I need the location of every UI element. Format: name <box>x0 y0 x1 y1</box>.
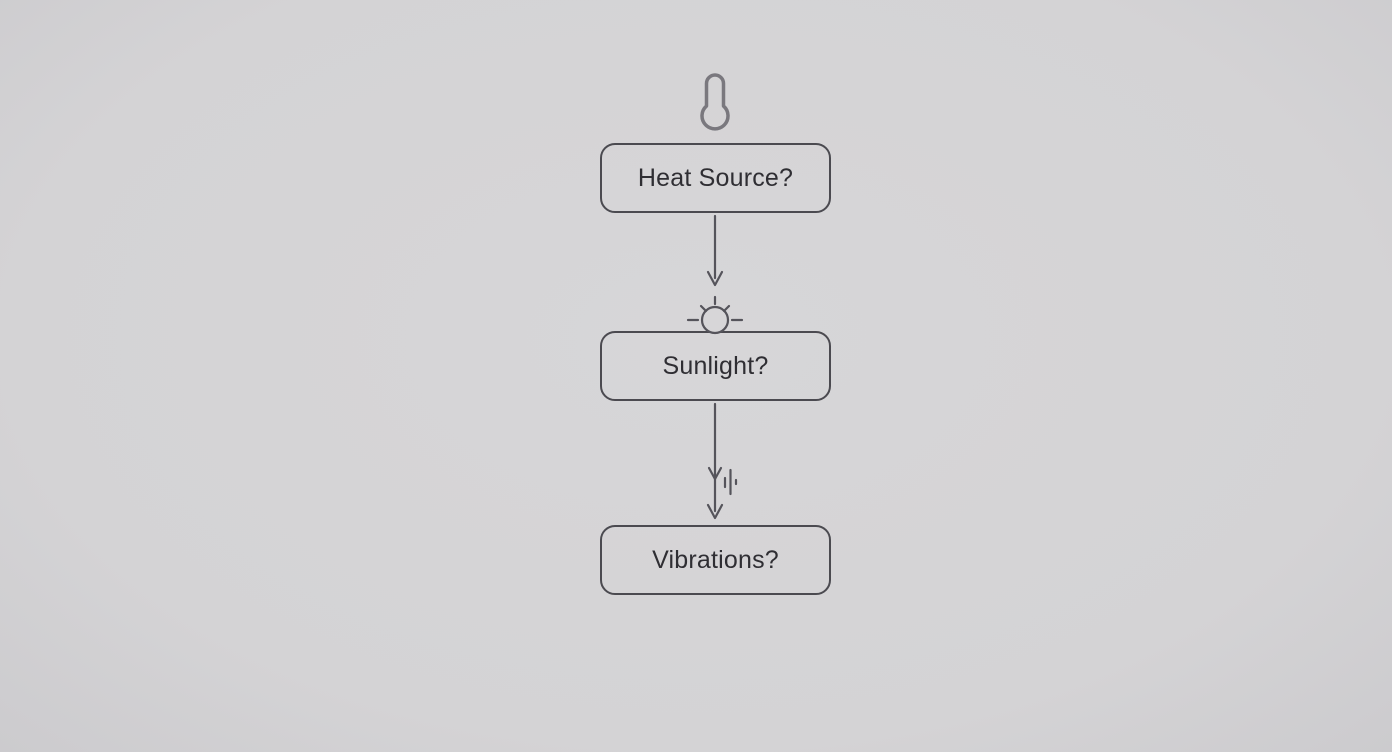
thermometer-icon <box>700 73 730 131</box>
vibration-icon <box>723 468 738 496</box>
node-heat-source: Heat Source? <box>600 143 831 213</box>
sun-icon <box>686 295 744 335</box>
connector-arrow-1 <box>706 214 724 287</box>
node-sunlight-label: Sunlight? <box>662 351 769 380</box>
node-heat-source-label: Heat Source? <box>637 163 794 192</box>
node-vibrations-label: Vibrations? <box>652 545 779 574</box>
node-sunlight: Sunlight? <box>600 331 831 401</box>
connector-arrow-2 <box>706 402 724 520</box>
node-vibrations: Vibrations? <box>600 525 831 595</box>
